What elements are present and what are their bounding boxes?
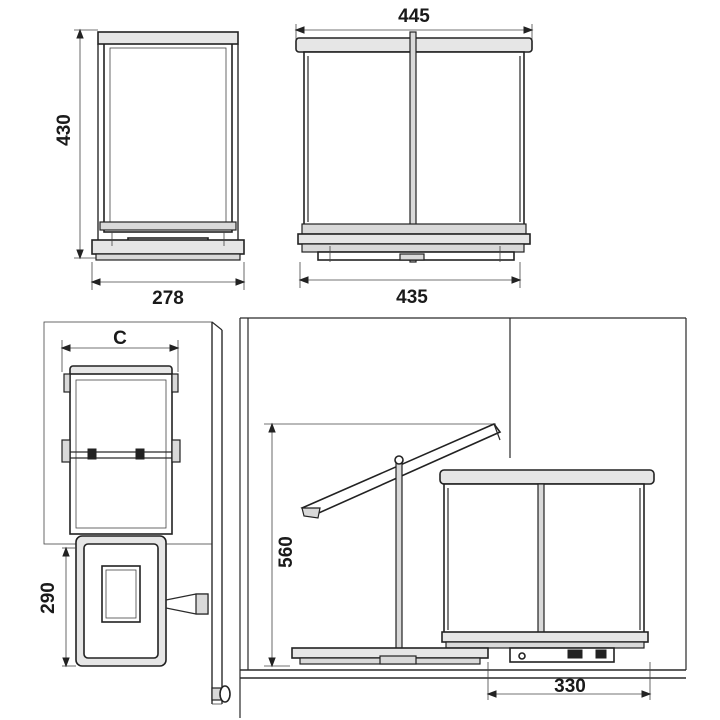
dim-plan-depth: 290 [38,582,59,614]
front-view: 430 278 [54,28,246,309]
dim-side-top-width: 445 [398,6,430,27]
opened-view: 560 330 [239,317,687,718]
dim-plan-width: C [113,328,127,349]
dim-front-width: 278 [152,288,184,309]
plan-view: C 290 [38,321,231,705]
side-view: 445 435 [294,6,534,308]
dim-open-height: 560 [276,536,297,568]
dim-front-height: 430 [54,114,75,146]
dim-side-bottom-width: 435 [396,287,428,308]
dim-open-depth: 330 [554,676,586,697]
